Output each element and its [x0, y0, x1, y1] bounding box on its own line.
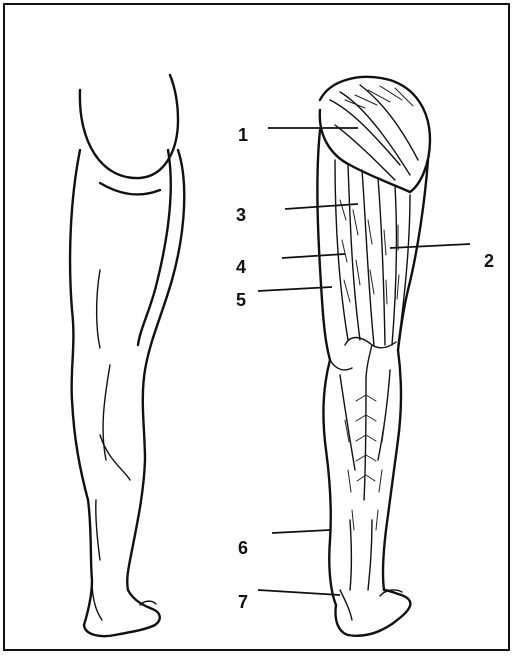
right-leg-muscles — [317, 77, 430, 636]
label-1: 1 — [238, 126, 248, 144]
label-4: 4 — [236, 258, 246, 276]
label-2: 2 — [484, 252, 494, 270]
leader-line-3 — [285, 204, 358, 209]
leader-line-2 — [390, 244, 470, 248]
leader-line-7 — [258, 590, 340, 595]
label-3: 3 — [236, 206, 246, 224]
leader-line-6 — [272, 530, 330, 533]
left-leg-outline — [70, 75, 184, 636]
label-5: 5 — [236, 291, 246, 309]
label-6: 6 — [238, 539, 248, 557]
label-7: 7 — [238, 593, 248, 611]
leader-line-4 — [282, 254, 345, 258]
